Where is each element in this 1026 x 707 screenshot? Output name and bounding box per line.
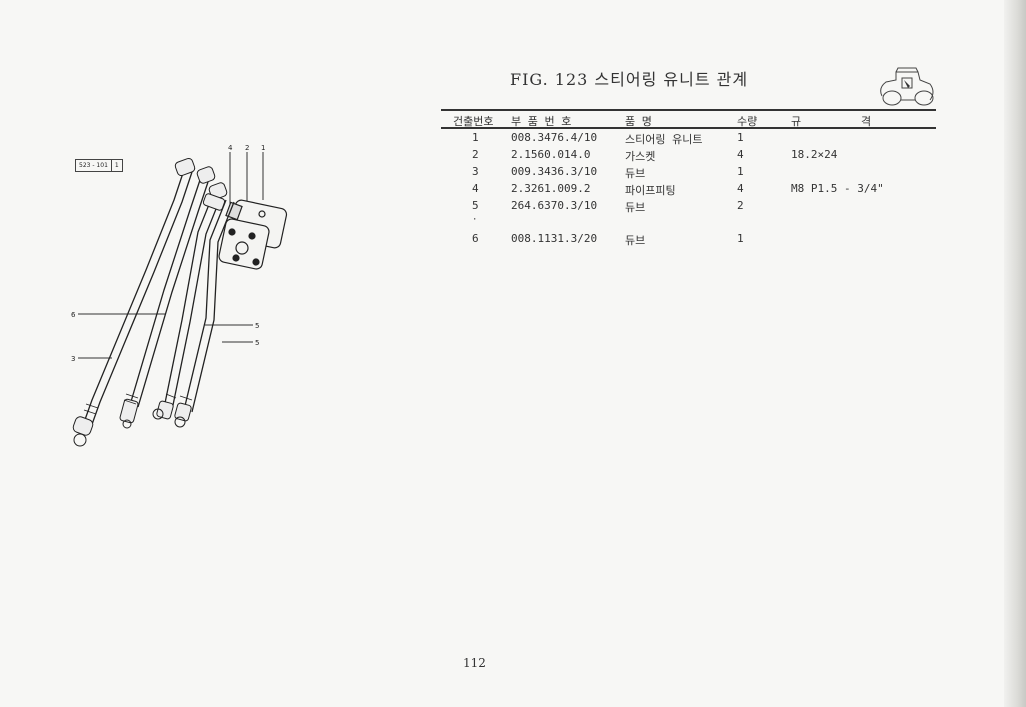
- table-row: 5 264.6370.3/10 듀브 2: [441, 197, 936, 214]
- row-part-number: 009.3436.3/10: [511, 165, 598, 178]
- row-quantity: 1: [737, 165, 744, 178]
- row-part-number: 008.3476.4/10: [511, 131, 598, 144]
- row-part-name: 파이프피팅: [625, 184, 676, 197]
- row-part-number: 2.1560.014.0: [511, 148, 591, 161]
- callout-6: 6: [71, 311, 76, 319]
- row-quantity: 1: [737, 131, 744, 144]
- row-item-no: 5: [472, 199, 479, 212]
- row-spec: 18.2×24: [791, 148, 838, 161]
- header-part-number: 부 품 번 호: [511, 115, 572, 128]
- page-number: 112: [463, 656, 486, 670]
- thread-marks: [83, 393, 193, 415]
- row-quantity: 4: [737, 148, 744, 161]
- row-part-number: 2.3261.009.2: [511, 182, 591, 195]
- figure-title: FIG. 123 스티어링 유니트 관계: [510, 70, 749, 89]
- stray-mark: ·: [472, 215, 478, 225]
- table-row: 6 008.1131.3/20 듀브 1: [441, 230, 936, 247]
- page-edge-shadow: [1004, 0, 1026, 707]
- callout-4: 4: [228, 144, 233, 152]
- row-item-no: 2: [472, 148, 479, 161]
- callout-1: 1: [261, 144, 266, 152]
- header-item-no: 건출번호: [453, 115, 494, 128]
- header-spec: 규: [791, 115, 802, 128]
- callout-3: 3: [71, 355, 76, 363]
- reference-code-box: 523 - 101 1: [75, 159, 123, 172]
- row-item-no: 1: [472, 131, 479, 144]
- row-quantity: 2: [737, 199, 744, 212]
- row-part-name: 듀브: [625, 234, 646, 247]
- row-item-no: 3: [472, 165, 479, 178]
- table-top-rule: [441, 109, 936, 111]
- parts-table: 건출번호 부 품 번 호 품 명 수량 규 격 1 008.3476.4/10 …: [441, 109, 936, 247]
- table-header: 건출번호 부 품 번 호 품 명 수량 규 격: [441, 111, 936, 128]
- table-row: 3 009.3436.3/10 듀브 1: [441, 163, 936, 180]
- row-quantity: 1: [737, 232, 744, 245]
- header-part-name: 품 명: [625, 115, 652, 128]
- row-part-name: 가스켓: [625, 150, 656, 163]
- callout-2: 2: [245, 144, 250, 152]
- hydraulic-tubes: [81, 169, 235, 431]
- callout-5a: 5: [255, 322, 260, 330]
- table-row: 2 2.1560.014.0 가스켓 4 18.2×24: [441, 146, 936, 163]
- reference-code: 523 - 101: [79, 162, 108, 169]
- steering-unit-body: [218, 199, 288, 270]
- table-row: 4 2.3261.009.2 파이프피팅 4 M8 P1.5 - 3/4": [441, 180, 936, 197]
- header-quantity: 수량: [737, 115, 758, 128]
- table-spacer-row: ·: [441, 214, 936, 230]
- row-part-number: 008.1131.3/20: [511, 232, 598, 245]
- row-part-name: 스티어링 유니트: [625, 133, 703, 146]
- row-item-no: 4: [472, 182, 479, 195]
- reference-sheet: 1: [110, 160, 122, 171]
- steering-unit-diagram: [72, 152, 288, 447]
- row-part-name: 듀브: [625, 167, 646, 180]
- table-row: 1 008.3476.4/10 스티어링 유니트 1: [441, 129, 936, 146]
- row-quantity: 4: [737, 182, 744, 195]
- header-spec-2: 격: [861, 115, 872, 128]
- tractor-icon: [880, 67, 934, 106]
- table-header-rule: [441, 127, 936, 129]
- row-item-no: 6: [472, 232, 479, 245]
- row-part-name: 듀브: [625, 201, 646, 214]
- callout-5b: 5: [255, 339, 260, 347]
- tube-fittings: [72, 157, 228, 447]
- row-part-number: 264.6370.3/10: [511, 199, 598, 212]
- row-spec: M8 P1.5 - 3/4": [791, 182, 884, 195]
